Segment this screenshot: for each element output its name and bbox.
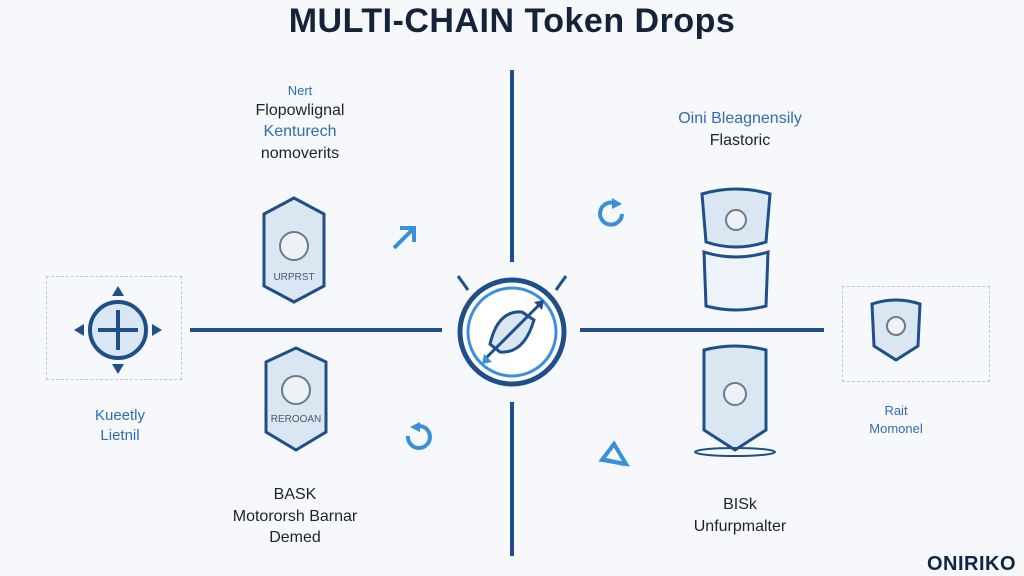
left-box-line-2: Lietnil [100, 427, 140, 445]
right-box-label: Rait Momonel [846, 402, 946, 437]
top-left-line-3: nomoverits [260, 144, 340, 162]
bottom-left-line-1: BASK [273, 486, 317, 503]
bottom-left-line-2: Motororsh Barnar [232, 507, 358, 525]
token-pedestal-bottom-icon [694, 344, 776, 457]
top-right-line-1: Oini Bleagnensily [678, 110, 802, 127]
diagram-title: MULTI-CHAIN Token Drops [288, 2, 736, 40]
top-left-line-1: Flopowlignal [255, 101, 345, 119]
shield-top-icon: URPRST [262, 196, 326, 304]
top-left-line-2: Kenturech [263, 123, 337, 141]
center-hub-icon [456, 275, 568, 387]
shield-bottom-text: REROOAN [271, 414, 322, 425]
bottom-right-line-1: BISk [723, 496, 757, 513]
token-pedestal-top-icon [700, 187, 772, 312]
right-box-line-2: Momonel [869, 420, 923, 436]
right-dashed-box [842, 286, 990, 382]
brand-logo: ONIRIKO [926, 553, 1016, 575]
shield-top-text: URPRST [273, 272, 314, 283]
top-left-label: Nert Flopowlignal Kenturech nomoverits [210, 82, 390, 164]
bottom-left-label: BASK Motororsh Barnar Demed [210, 484, 380, 549]
bottom-right-label: BISk Unfurpmalter [650, 494, 830, 537]
crosshair-icon [74, 286, 162, 374]
left-box-line-1: Kueetly [94, 407, 146, 424]
top-right-line-2: Flastoric [709, 131, 771, 149]
bottom-left-line-3: Demed [269, 529, 321, 547]
left-dashed-box [46, 276, 182, 380]
top-right-label: Oini Bleagnensily Flastoric [650, 108, 830, 151]
arrow-down-left-icon [598, 440, 630, 467]
right-box-line-1: Rait [884, 403, 908, 418]
left-box-label: Kueetly Lietnil [60, 406, 180, 447]
arrow-up-right-icon [392, 226, 416, 250]
shield-bottom-icon: REROOAN [264, 346, 328, 452]
refresh-top-icon [598, 198, 624, 227]
small-shield-icon [870, 298, 922, 362]
refresh-bottom-icon [405, 422, 432, 450]
bottom-right-line-2: Unfurpmalter [693, 517, 787, 535]
top-left-small: Nert [287, 83, 313, 98]
